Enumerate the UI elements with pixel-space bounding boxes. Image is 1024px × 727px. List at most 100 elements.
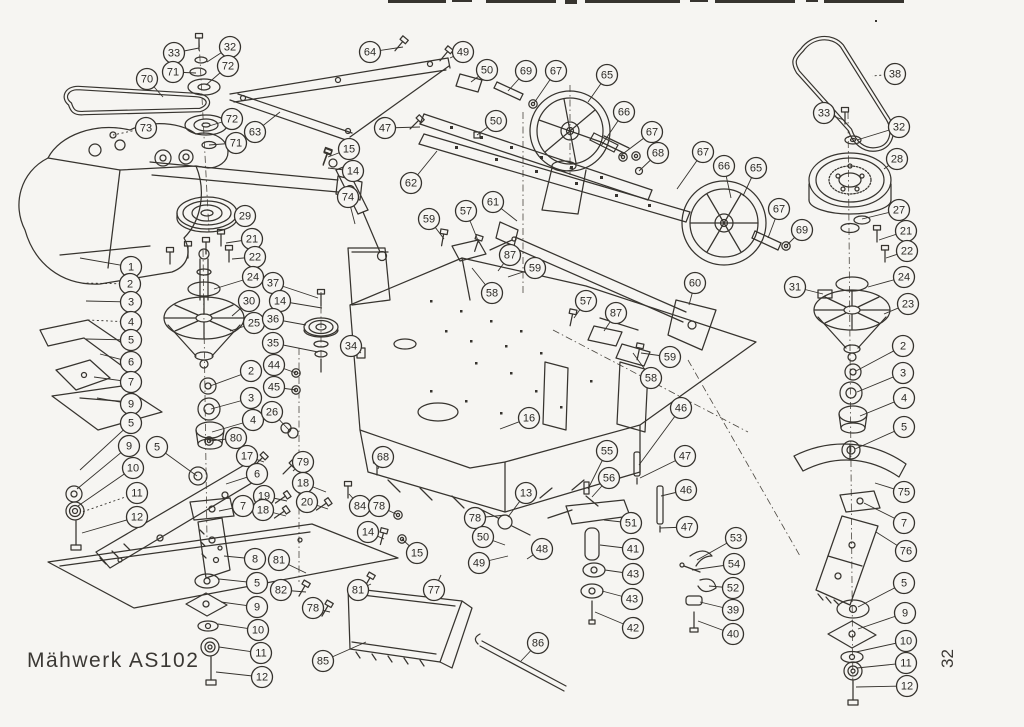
svg-text:10: 10	[252, 625, 264, 637]
blade-76	[815, 515, 879, 606]
idler-arm	[149, 149, 363, 201]
callout-5: 5	[854, 415, 916, 450]
svg-text:5: 5	[128, 335, 134, 347]
callout-2: 2	[855, 334, 915, 372]
svg-text:50: 50	[490, 116, 502, 128]
spindle-right	[813, 215, 891, 362]
svg-text:58: 58	[645, 373, 657, 385]
callout-71: 71	[208, 131, 248, 155]
callout-4: 4	[859, 386, 916, 417]
callout-14: 14	[268, 289, 323, 313]
callout-10: 10	[855, 629, 918, 653]
spindle-left-washer-stack	[188, 377, 225, 486]
spindle-right-washer-stack	[838, 363, 868, 460]
callout-60: 60	[683, 271, 707, 306]
mounting-rails	[418, 113, 691, 223]
svg-text:22: 22	[901, 246, 913, 258]
callout-63: 63	[243, 111, 281, 144]
svg-text:41: 41	[627, 544, 639, 556]
svg-text:71: 71	[167, 67, 179, 79]
svg-text:22: 22	[249, 252, 261, 264]
callout-5: 5	[85, 328, 143, 352]
svg-text:29: 29	[239, 211, 251, 223]
svg-text:82: 82	[275, 585, 287, 597]
bracket-set-left	[437, 228, 517, 262]
skirt-75	[793, 443, 907, 478]
svg-text:71: 71	[230, 138, 242, 150]
callout-2: 2	[83, 272, 142, 296]
svg-text:79: 79	[297, 457, 309, 469]
callout-57: 57	[573, 289, 598, 319]
svg-text:36: 36	[267, 314, 279, 326]
wheel-b-axle-hardware	[589, 132, 791, 251]
callout-14: 14	[327, 159, 365, 183]
svg-text:42: 42	[627, 623, 639, 635]
callout-47: 47	[659, 515, 699, 539]
svg-text:46: 46	[675, 403, 687, 415]
callout-32: 32	[856, 115, 911, 141]
callout-74: 74	[336, 185, 360, 225]
axle-tube	[495, 221, 717, 351]
svg-text:15: 15	[411, 548, 423, 560]
svg-text:65: 65	[750, 163, 762, 175]
svg-text:33: 33	[168, 48, 180, 60]
svg-text:43: 43	[626, 594, 638, 606]
callout-47: 47	[373, 116, 421, 140]
blade-stack-right	[827, 599, 877, 706]
idler-pulley-36	[303, 288, 339, 373]
svg-text:9: 9	[128, 399, 134, 411]
svg-text:47: 47	[379, 123, 391, 135]
callout-4: 4	[87, 310, 143, 334]
callout-9: 9	[96, 392, 143, 416]
svg-text:24: 24	[247, 272, 259, 284]
callout-24: 24	[867, 265, 916, 289]
svg-text:61: 61	[487, 197, 499, 209]
svg-text:57: 57	[460, 206, 472, 218]
callout-85: 85	[311, 641, 367, 673]
callout-78: 78	[301, 596, 331, 620]
hook-set	[679, 550, 717, 633]
svg-text:26: 26	[266, 407, 278, 419]
svg-text:44: 44	[268, 360, 280, 372]
callout-32: 32	[206, 35, 242, 63]
gearbox-housing	[18, 122, 229, 285]
callout-23: 23	[883, 292, 920, 316]
callout-78: 78	[463, 506, 507, 530]
callout-12: 12	[215, 665, 274, 689]
svg-text:37: 37	[267, 278, 279, 290]
svg-text:5: 5	[901, 422, 907, 434]
svg-text:33: 33	[818, 108, 830, 120]
callout-82: 82	[269, 578, 307, 602]
callout-65: 65	[742, 156, 768, 197]
svg-text:3: 3	[248, 393, 254, 405]
svg-text:35: 35	[267, 338, 279, 350]
callout-67: 67	[533, 59, 568, 104]
callout-81: 81	[267, 548, 307, 574]
svg-text:81: 81	[273, 555, 285, 567]
callout-11: 11	[856, 651, 918, 675]
svg-text:5: 5	[901, 578, 907, 590]
svg-text:81: 81	[352, 585, 364, 597]
chute-85	[347, 587, 473, 669]
hardware-stack-left-bottom	[65, 485, 85, 551]
svg-text:5: 5	[154, 442, 160, 454]
callout-13: 13	[507, 481, 538, 518]
wing-blade-9-left	[51, 385, 163, 431]
callout-9: 9	[76, 434, 141, 490]
callout-11: 11	[81, 481, 149, 513]
svg-text:23: 23	[902, 299, 914, 311]
svg-text:52: 52	[727, 583, 739, 595]
callout-49: 49	[449, 40, 475, 64]
svg-text:59: 59	[423, 214, 435, 226]
svg-text:4: 4	[250, 415, 256, 427]
callout-67: 67	[676, 140, 715, 190]
belt-38	[792, 35, 894, 152]
callout-58: 58	[632, 352, 663, 390]
svg-text:38: 38	[889, 69, 901, 81]
scan-artifact-top	[388, 0, 904, 22]
svg-text:7: 7	[240, 501, 246, 513]
svg-text:84: 84	[354, 501, 366, 513]
svg-text:66: 66	[618, 107, 630, 119]
svg-text:21: 21	[900, 226, 912, 238]
latch-assembly	[477, 499, 631, 625]
